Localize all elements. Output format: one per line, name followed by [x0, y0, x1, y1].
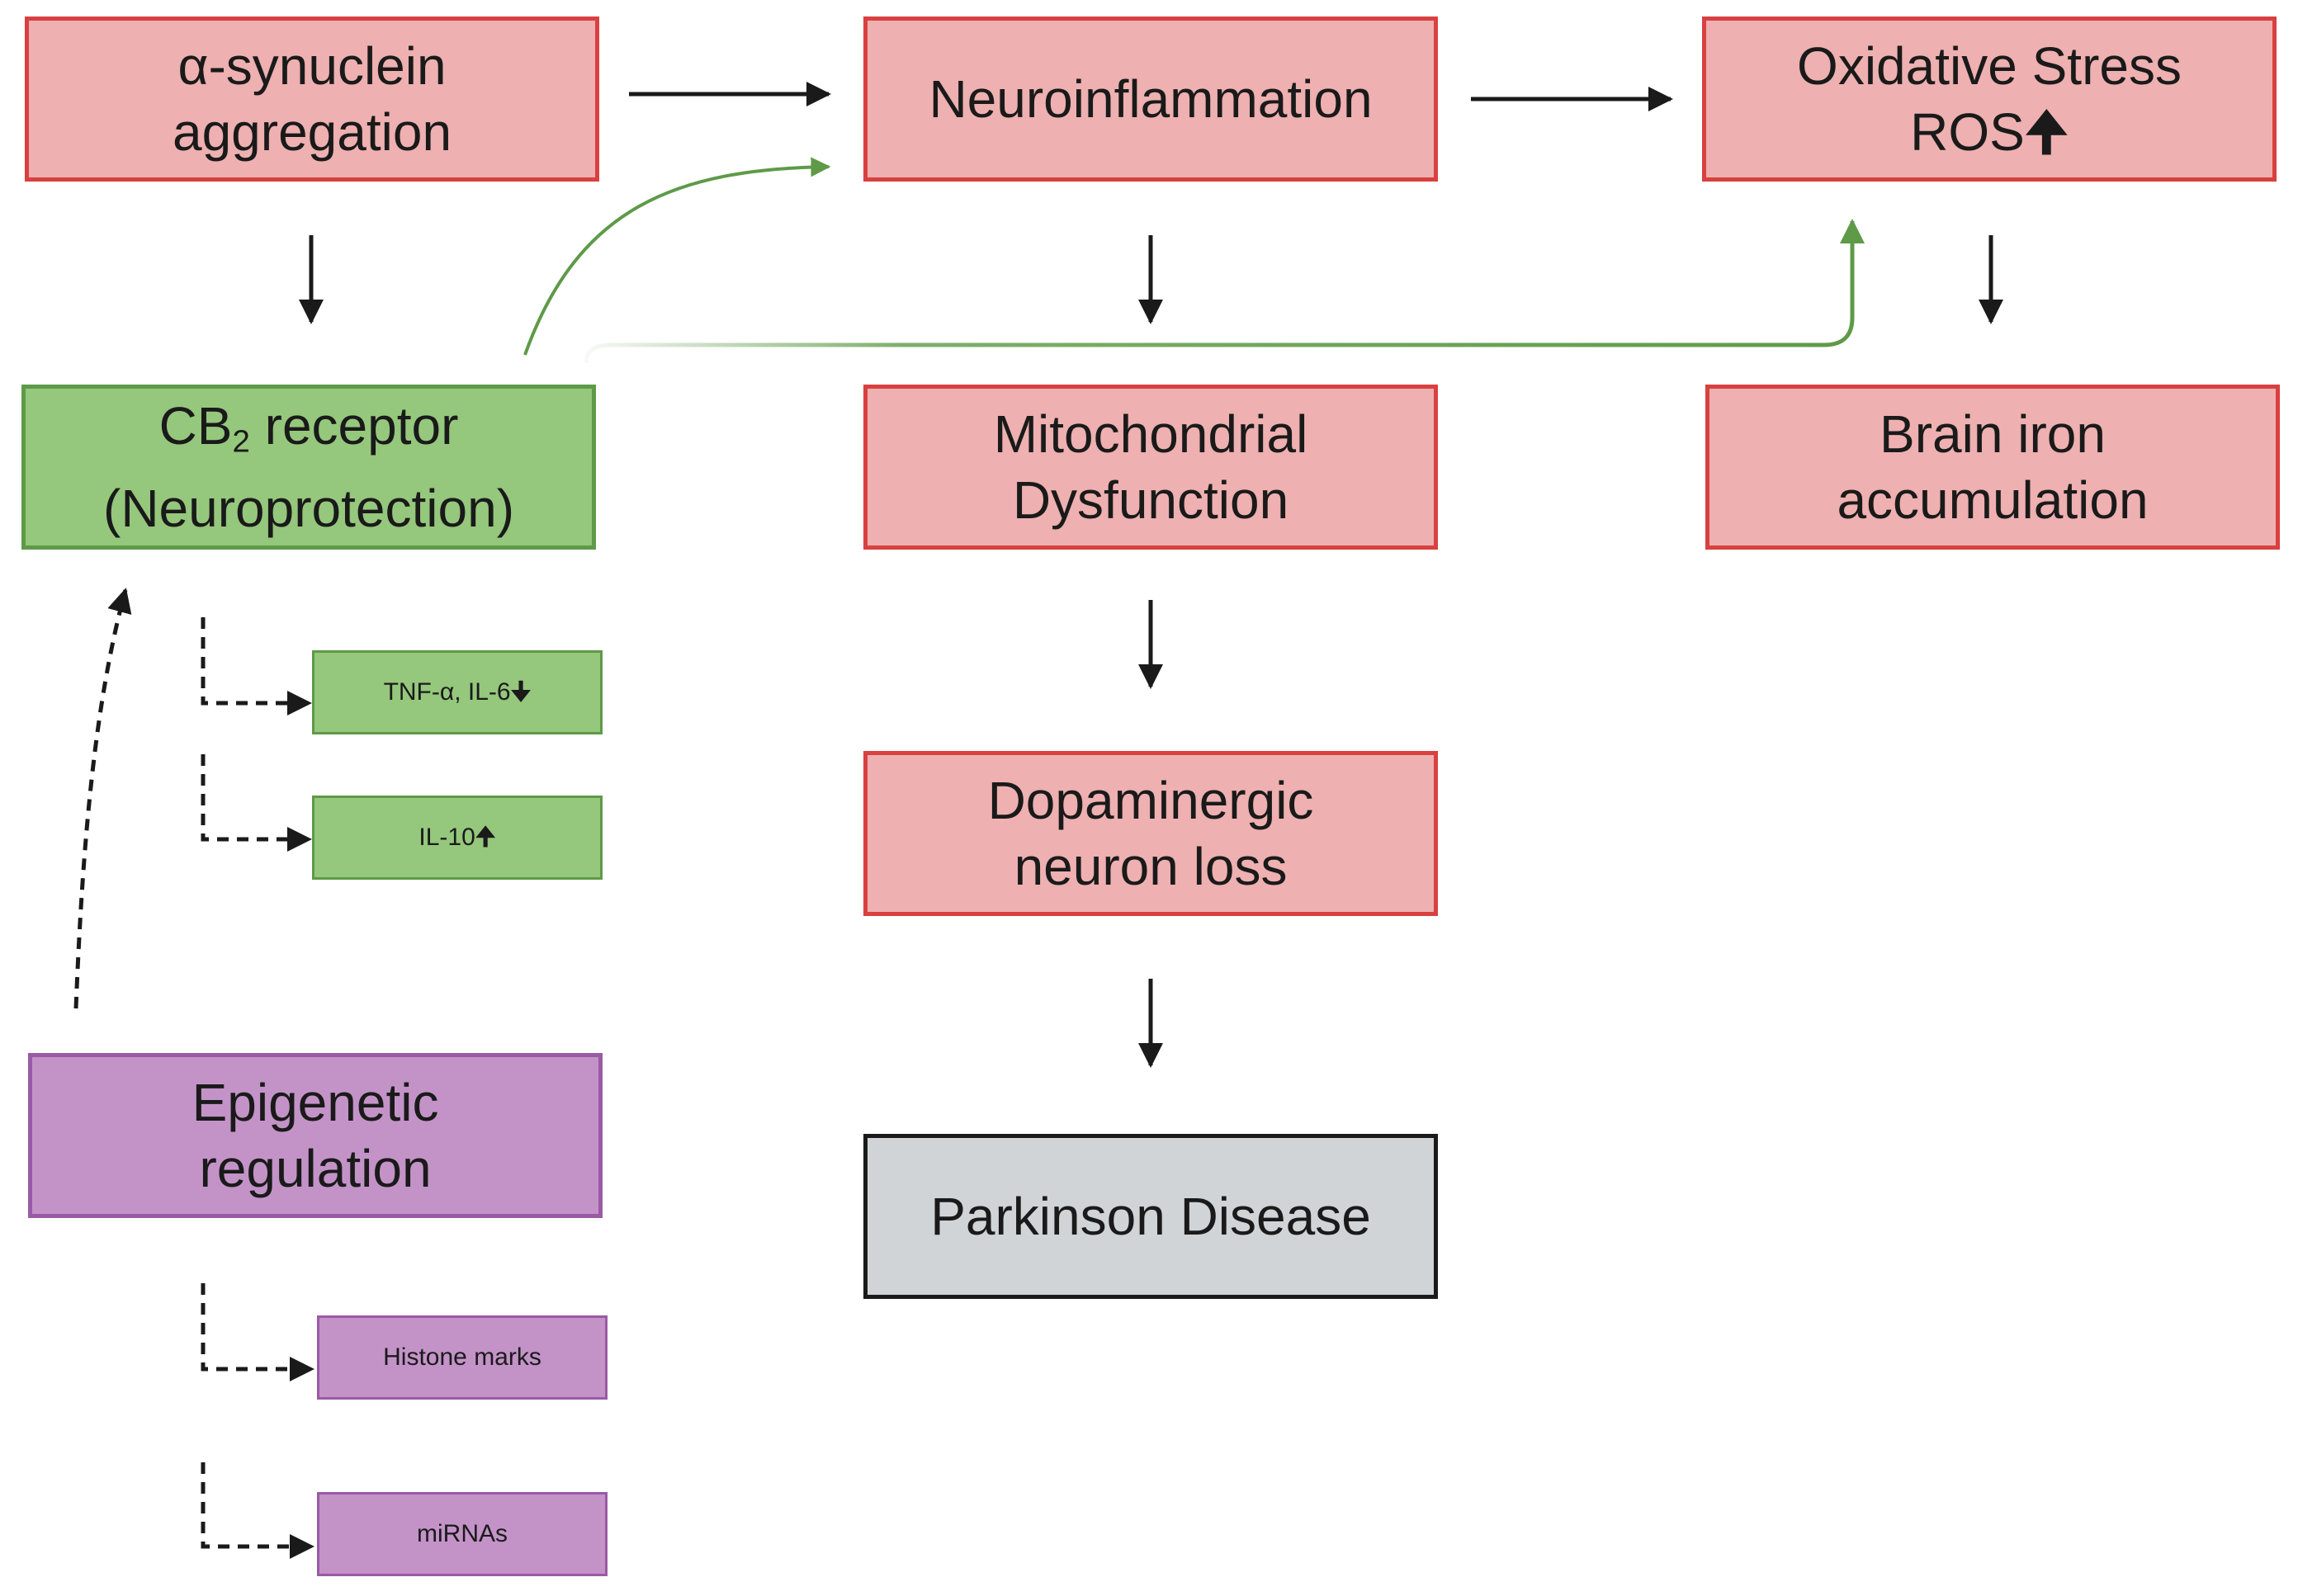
neuroinflammation-node: Neuroinflammation [863, 17, 1438, 182]
arrow-cb2-to-oxidative [584, 223, 1855, 364]
parkinson-node: Parkinson Disease [863, 1134, 1438, 1299]
cb2-line2: (Neuroprotection) [103, 478, 514, 538]
iron-line1: Brain iron [1880, 404, 2106, 464]
epigenetic-node: Epigenetic regulation [28, 1053, 603, 1218]
histone-node: Histone marks [317, 1315, 608, 1400]
histone-label: Histone marks [383, 1343, 541, 1371]
arrow-epigenetic-to-histone [201, 1283, 314, 1381]
oxidative-stress-node: Oxidative Stress ROS🠉 [1702, 17, 2277, 182]
dopaminergic-node: Dopaminergic neuron loss [863, 751, 1438, 916]
tnf-il6-node: TNF-α, IL-6🠋 [312, 650, 603, 734]
mito-line2: Dysfunction [1012, 470, 1289, 530]
cb2-subscript: 2 [232, 423, 250, 460]
cb2-receptor-node: CB2 receptor (Neuroprotection) [21, 385, 596, 550]
iron-line2: accumulation [1837, 470, 2149, 530]
oxidative-line2: ROS [1910, 102, 2025, 162]
up-arrow-icon: 🠉 [475, 824, 496, 851]
dopa-line2: neuron loss [1014, 837, 1288, 896]
oxidative-line1: Oxidative Stress [1797, 36, 2182, 96]
down-arrow-icon: 🠋 [510, 678, 532, 706]
cb2-line1-wrap: CB2 receptor [159, 393, 459, 475]
arrow-cb2-to-il10 [201, 754, 312, 852]
neuroinflammation-label: Neuroinflammation [929, 69, 1373, 129]
cb2-suffix: receptor [249, 396, 459, 456]
tnf-label: TNF-α, IL-6 [383, 678, 511, 706]
brain-iron-node: Brain iron accumulation [1705, 385, 2280, 550]
arrow-epigenetic-to-mirna [201, 1462, 314, 1559]
mirna-node: miRNAs [317, 1492, 608, 1576]
oxidative-line2-wrap: ROS🠉 [1910, 99, 2069, 165]
il10-wrap: IL-10🠉 [418, 822, 495, 853]
synuclein-line2: aggregation [172, 102, 452, 162]
arrow-cb2-to-neuroinflammation [523, 157, 831, 356]
dopa-line1: Dopaminergic [987, 771, 1314, 830]
arrow-epigenetic-to-cb2 [73, 588, 132, 1009]
mirna-label: miRNAs [417, 1520, 508, 1547]
il10-node: IL-10🠉 [312, 796, 603, 880]
synuclein-node: α-synuclein aggregation [25, 17, 599, 182]
il10-label: IL-10 [418, 824, 475, 851]
synuclein-line1: α-synuclein [177, 36, 447, 96]
parkinson-label: Parkinson Disease [930, 1187, 1371, 1246]
epigenetic-line2: regulation [199, 1139, 432, 1198]
epigenetic-line1: Epigenetic [192, 1073, 439, 1132]
tnf-wrap: TNF-α, IL-6🠋 [384, 677, 532, 708]
arrow-cb2-to-tnf [201, 617, 312, 715]
mito-line1: Mitochondrial [993, 404, 1308, 464]
cb2-prefix: CB [158, 396, 233, 456]
up-arrow-icon: 🠉 [2024, 102, 2069, 162]
mitochondrial-node: Mitochondrial Dysfunction [863, 385, 1438, 550]
